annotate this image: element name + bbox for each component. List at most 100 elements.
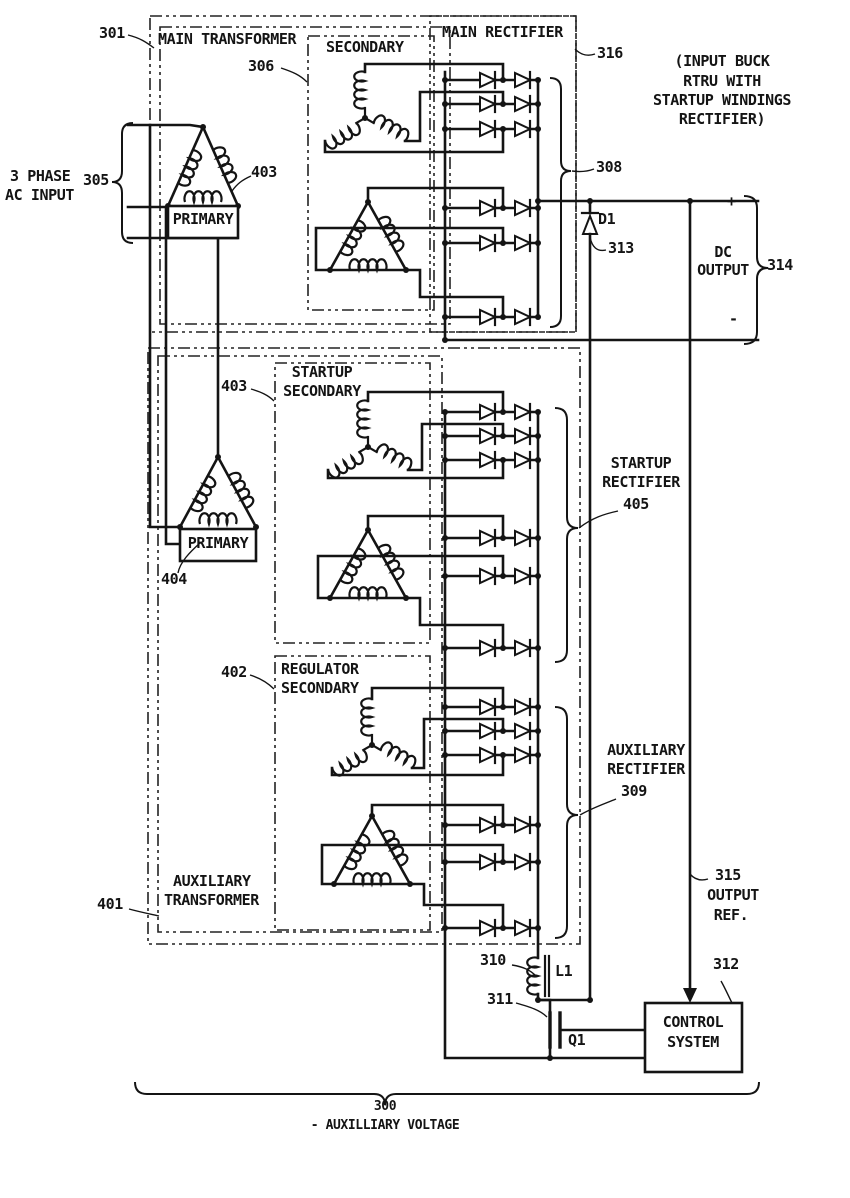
main-transformer-label: MAIN TRANSFORMER xyxy=(158,30,297,48)
note-line-3: STARTUP WINDINGS xyxy=(652,91,792,109)
winding-feed-lines xyxy=(314,62,505,930)
diode-pair-row xyxy=(440,528,543,548)
brace-314 xyxy=(743,195,769,345)
diode-pair-row xyxy=(440,638,543,658)
brace-405 xyxy=(554,407,579,663)
aux-primary-label: PRIMARY xyxy=(187,534,249,552)
main-transformer-box xyxy=(159,26,451,325)
main-primary-label-box xyxy=(166,204,240,240)
startup-secondary-line-1: STARTUP xyxy=(291,363,353,381)
main-rectifier-box xyxy=(429,15,577,333)
braces xyxy=(134,77,769,1106)
q1-name-label: Q1 xyxy=(568,1031,586,1049)
regulator-secondary-line-2: SECONDARY xyxy=(281,679,359,697)
regulator-secondary-delta-winding xyxy=(331,813,413,887)
aux-rectifier-line-2: RECTIFIER xyxy=(607,760,685,778)
ref-313-label: 313 xyxy=(608,239,634,257)
aux-transformer-box xyxy=(157,355,443,933)
input-brace-305 xyxy=(111,122,134,244)
aux-rectifier-line-1: AUXILIARY xyxy=(607,741,685,759)
note-line-4: RECTIFIER) xyxy=(678,110,766,128)
l1-name-label: L1 xyxy=(555,962,573,980)
startup-rectifier-diodes xyxy=(440,402,543,658)
startup-secondary-line-2: SECONDARY xyxy=(283,382,361,400)
diode-pair-row xyxy=(440,119,543,139)
ref-402-label: 402 xyxy=(221,663,247,681)
dc-minus-label: - xyxy=(729,310,738,328)
note-line-1: (INPUT BUCK xyxy=(674,52,770,70)
diode-pair-row xyxy=(440,697,543,717)
output-ref-line-2: REF. xyxy=(713,906,749,924)
aux-primary-winding xyxy=(177,454,259,563)
ref-312-label: 312 xyxy=(713,955,739,973)
dc-output-line-2: OUTPUT xyxy=(697,261,749,279)
regulator-secondary-wye-winding xyxy=(332,699,418,778)
brace-309 xyxy=(554,706,579,939)
diode-pair-row xyxy=(440,745,543,765)
aux-assembly-box xyxy=(147,347,581,945)
aux-rectifier-diodes xyxy=(440,697,543,938)
main-primary-winding xyxy=(165,124,241,240)
diode-pair-row xyxy=(440,450,543,470)
bus-lines xyxy=(442,70,760,1060)
diode-pair-row xyxy=(440,815,543,835)
ref-301-label: 301 xyxy=(99,24,125,42)
ref-308-label: 308 xyxy=(596,158,622,176)
arrow-down-icon xyxy=(683,988,697,1003)
figure-caption: - AUXILLIARY VOLTAGE xyxy=(310,1118,460,1133)
main-secondary-delta-winding xyxy=(327,199,409,273)
l1-inductor xyxy=(526,954,551,1002)
ref-404-label: 404 xyxy=(161,570,187,588)
regulator-secondary-line-1: REGULATOR xyxy=(281,660,359,678)
figure-number: 300 xyxy=(373,1099,397,1114)
ref-405-label: 405 xyxy=(623,495,649,513)
startup-rectifier-line-1: STARTUP xyxy=(610,454,672,472)
q1-mosfet xyxy=(535,997,647,1061)
output-ref-line-1: OUTPUT xyxy=(707,886,759,904)
aux-transformer-line-2: TRANSFORMER xyxy=(164,891,259,909)
ref-316-label: 316 xyxy=(597,44,623,62)
diode-pair-row xyxy=(440,198,543,218)
main-rectifier-label: MAIN RECTIFIER xyxy=(442,23,563,41)
diode-pair-row xyxy=(440,402,543,422)
diode-pair-row xyxy=(440,307,543,327)
ref-311-label: 311 xyxy=(487,990,513,1008)
ac-input-line-1: 3 PHASE xyxy=(10,167,71,185)
ref-403-main-label: 403 xyxy=(251,163,277,181)
diode-pair-row xyxy=(440,70,543,90)
diode-pair-row xyxy=(440,721,543,741)
startup-rectifier-line-2: RECTIFIER xyxy=(602,473,680,491)
three-phase-input-lines xyxy=(126,123,239,546)
ref-314-label: 314 xyxy=(767,256,793,274)
diode-pair-row xyxy=(440,94,543,114)
diode-pair-row xyxy=(440,566,543,586)
control-system-box xyxy=(643,1001,744,1074)
ref-401-label: 401 xyxy=(97,895,123,913)
leader-lines xyxy=(127,34,733,1018)
d1-diode xyxy=(580,199,600,1002)
diode-pair-row xyxy=(440,918,543,938)
enclosure-boxes xyxy=(147,15,581,945)
ref-309-label: 309 xyxy=(621,782,647,800)
ref-306-label: 306 xyxy=(248,57,274,75)
d1-name-label: D1 xyxy=(598,210,616,228)
output-ref-line xyxy=(683,199,697,1003)
control-system-line-2: SYSTEM xyxy=(667,1033,719,1051)
dc-output-line-1: DC xyxy=(714,243,732,261)
diode-pair-row xyxy=(440,852,543,872)
aux-primary-label-box xyxy=(178,527,258,563)
note-line-2: RTRU WITH xyxy=(683,72,761,90)
diode-pair-row xyxy=(440,426,543,446)
secondary-label: SECONDARY xyxy=(326,38,404,56)
ref-310-label: 310 xyxy=(480,951,506,969)
ref-315-label: 315 xyxy=(715,866,741,884)
main-rectifier-diodes xyxy=(440,70,543,327)
startup-secondary-wye-winding xyxy=(328,401,414,480)
ref-305-label: 305 xyxy=(83,171,109,189)
main-assembly-box xyxy=(149,15,577,333)
brace-300 xyxy=(134,1081,760,1106)
ref-403-startup-label: 403 xyxy=(221,377,247,395)
diode-pair-row xyxy=(440,233,543,253)
